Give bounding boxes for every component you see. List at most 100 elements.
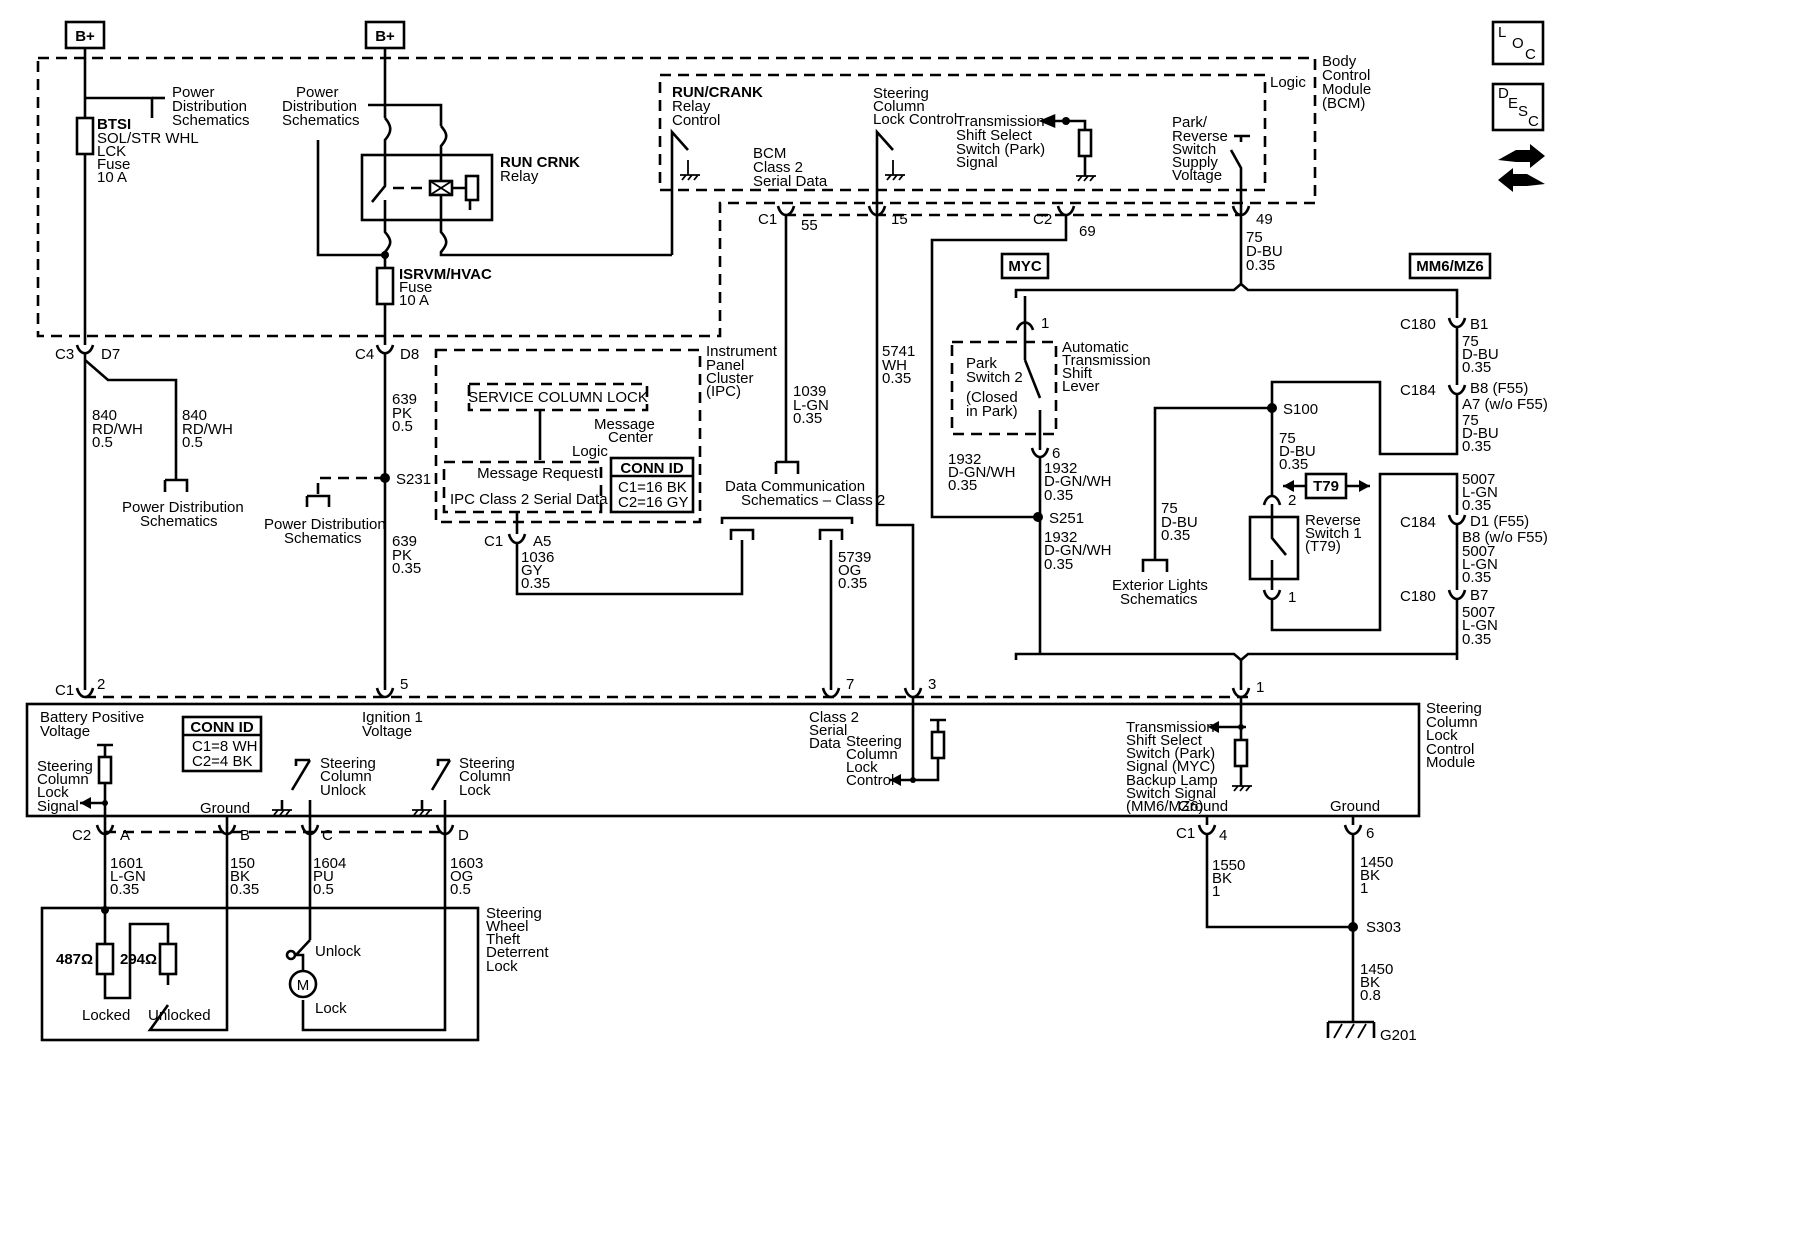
pin-49-label: 49 (1256, 211, 1273, 228)
svg-text:Relay: Relay (672, 98, 711, 115)
svg-text:Lock: Lock (37, 784, 69, 801)
svg-text:1932: 1932 (1044, 460, 1077, 477)
svg-text:0.35: 0.35 (392, 560, 421, 577)
b8-label: B8 (F55) (1470, 380, 1528, 397)
svg-text:D-BU: D-BU (1462, 346, 1499, 363)
resistor-487-label: 487Ω (56, 951, 93, 968)
wire-1039-label: 1039 L-GN 0.35 (793, 383, 829, 427)
svg-text:PK: PK (392, 547, 412, 564)
svg-text:D-BU: D-BU (1161, 514, 1198, 531)
svg-text:Data: Data (809, 735, 841, 752)
d7-label: D7 (101, 346, 120, 363)
c184-d1-label: C184 (1400, 514, 1436, 531)
svg-text:Cluster: Cluster (706, 370, 754, 387)
svg-text:Class 2: Class 2 (809, 709, 859, 726)
b7-label: B7 (1470, 587, 1488, 604)
ground-right-label: Ground (1330, 798, 1380, 815)
svg-text:Switch Signal: Switch Signal (1126, 785, 1216, 802)
svg-text:GY: GY (521, 562, 543, 579)
shift-lever-label: Automatic Transmission Shift Lever (1062, 339, 1151, 395)
data-comm-bracket (720, 516, 854, 524)
wire-1036-label: 1036 GY 0.35 (521, 549, 554, 592)
svg-text:0.35: 0.35 (793, 410, 822, 427)
svg-text:Unlock: Unlock (320, 782, 366, 799)
svg-text:D-GN/WH: D-GN/WH (948, 464, 1016, 481)
message-center-label: Message Center (594, 416, 655, 446)
service-column-lock-box (467, 382, 649, 412)
wire-1601-label: 1601 L-GN 0.35 (110, 855, 146, 898)
ipc-name: Instrument Panel Cluster (IPC) (706, 343, 778, 400)
svg-text:Steering: Steering (486, 905, 542, 922)
c180-b1-connector (1447, 317, 1467, 329)
unlock-switch (280, 758, 312, 832)
motor-switch (293, 939, 311, 970)
svg-text:Column: Column (846, 746, 898, 763)
data-comm-label: Data Communication Schematics – Class 2 (725, 478, 885, 509)
svg-text:639: 639 (392, 533, 417, 550)
a5-label: A5 (533, 533, 551, 550)
motor-icon (288, 969, 318, 999)
svg-text:Voltage: Voltage (1172, 167, 1222, 184)
wire-75-ext-label: 75 D-BU 0.35 (1161, 500, 1198, 544)
svg-text:WH: WH (882, 357, 907, 374)
wire-5007-loop (1270, 472, 1459, 632)
svg-text:1: 1 (1360, 880, 1368, 897)
svg-text:Reverse: Reverse (1305, 512, 1361, 529)
locked-label: Locked (82, 1007, 130, 1024)
s303-splice (1348, 922, 1358, 932)
svg-text:RD/WH: RD/WH (182, 421, 233, 438)
svg-text:LCK: LCK (97, 143, 126, 160)
c4-label: C4 (355, 346, 374, 363)
location-icon: L O C (1491, 20, 1545, 66)
svg-text:Reverse: Reverse (1172, 128, 1228, 145)
svg-text:L-GN: L-GN (110, 868, 146, 885)
wire-1932-myc (930, 214, 1068, 519)
reverse-switch-label: Reverse Switch 1 (T79) (1305, 512, 1362, 555)
svg-text:639: 639 (392, 391, 417, 408)
svg-text:Control: Control (672, 112, 720, 129)
svg-text:Module: Module (1322, 81, 1371, 98)
ipc-class2-text: IPC Class 2 Serial Data (450, 491, 608, 508)
ground-g201-icon (1326, 1020, 1376, 1039)
svg-text:0.35: 0.35 (1279, 456, 1308, 473)
wire-639a-label: 639 PK 0.5 (392, 391, 417, 435)
svg-text:0.35: 0.35 (1462, 359, 1491, 376)
ipc-conn-id-c2: C2=16 GY (618, 494, 688, 511)
svg-text:5007: 5007 (1462, 604, 1495, 621)
a7-label: A7 (w/o F55) (1462, 396, 1548, 413)
pin-4-label: 4 (1219, 827, 1227, 844)
bcm-c1-label: C1 (758, 211, 777, 228)
svg-text:RUN CRNK: RUN CRNK (500, 154, 580, 171)
svg-text:1603: 1603 (450, 855, 483, 872)
svg-text:0.5: 0.5 (92, 434, 113, 451)
bcm-c2-69 (1056, 205, 1076, 217)
svg-text:Lock: Lock (486, 958, 518, 975)
svg-text:1550: 1550 (1212, 857, 1245, 874)
svg-text:RD/WH: RD/WH (92, 421, 143, 438)
resistor-487 (95, 942, 115, 976)
svg-text:Distribution: Distribution (282, 98, 357, 115)
park-reverse-supply-label: Park/ Reverse Switch Supply Voltage (1172, 114, 1228, 184)
svg-text:Voltage: Voltage (362, 723, 412, 740)
c184-d1-connector (1447, 514, 1467, 526)
svg-text:0.35: 0.35 (1462, 569, 1491, 586)
svg-text:Column: Column (320, 768, 372, 785)
relay-coil-feed (385, 103, 443, 126)
option-bracket-top (1014, 282, 1459, 298)
wire-840b (84, 359, 178, 480)
svg-text:(IPC): (IPC) (706, 383, 741, 400)
svg-text:Theft: Theft (486, 931, 521, 948)
svg-text:Shift: Shift (1062, 365, 1093, 382)
relay-control-switch (670, 128, 700, 255)
trans-shift-select-label: Transmission Shift Select Switch (Park) … (956, 113, 1045, 171)
svg-text:Switch (Park): Switch (Park) (1126, 745, 1215, 762)
wire-5739-label: 5739 OG 0.35 (838, 549, 871, 592)
svg-text:75: 75 (1462, 333, 1479, 350)
svg-text:BK: BK (1212, 870, 1232, 887)
t79-option-box (1304, 472, 1348, 500)
unlock-label: Steering Column Unlock (320, 755, 376, 799)
svg-text:Switch (Park): Switch (Park) (956, 141, 1045, 158)
wire-5007a-label: 5007 L-GN 0.35 (1462, 471, 1498, 514)
svg-text:Steering: Steering (37, 758, 93, 775)
wire-1932c-label: 1932 D-GN/WH 0.35 (1044, 529, 1112, 573)
